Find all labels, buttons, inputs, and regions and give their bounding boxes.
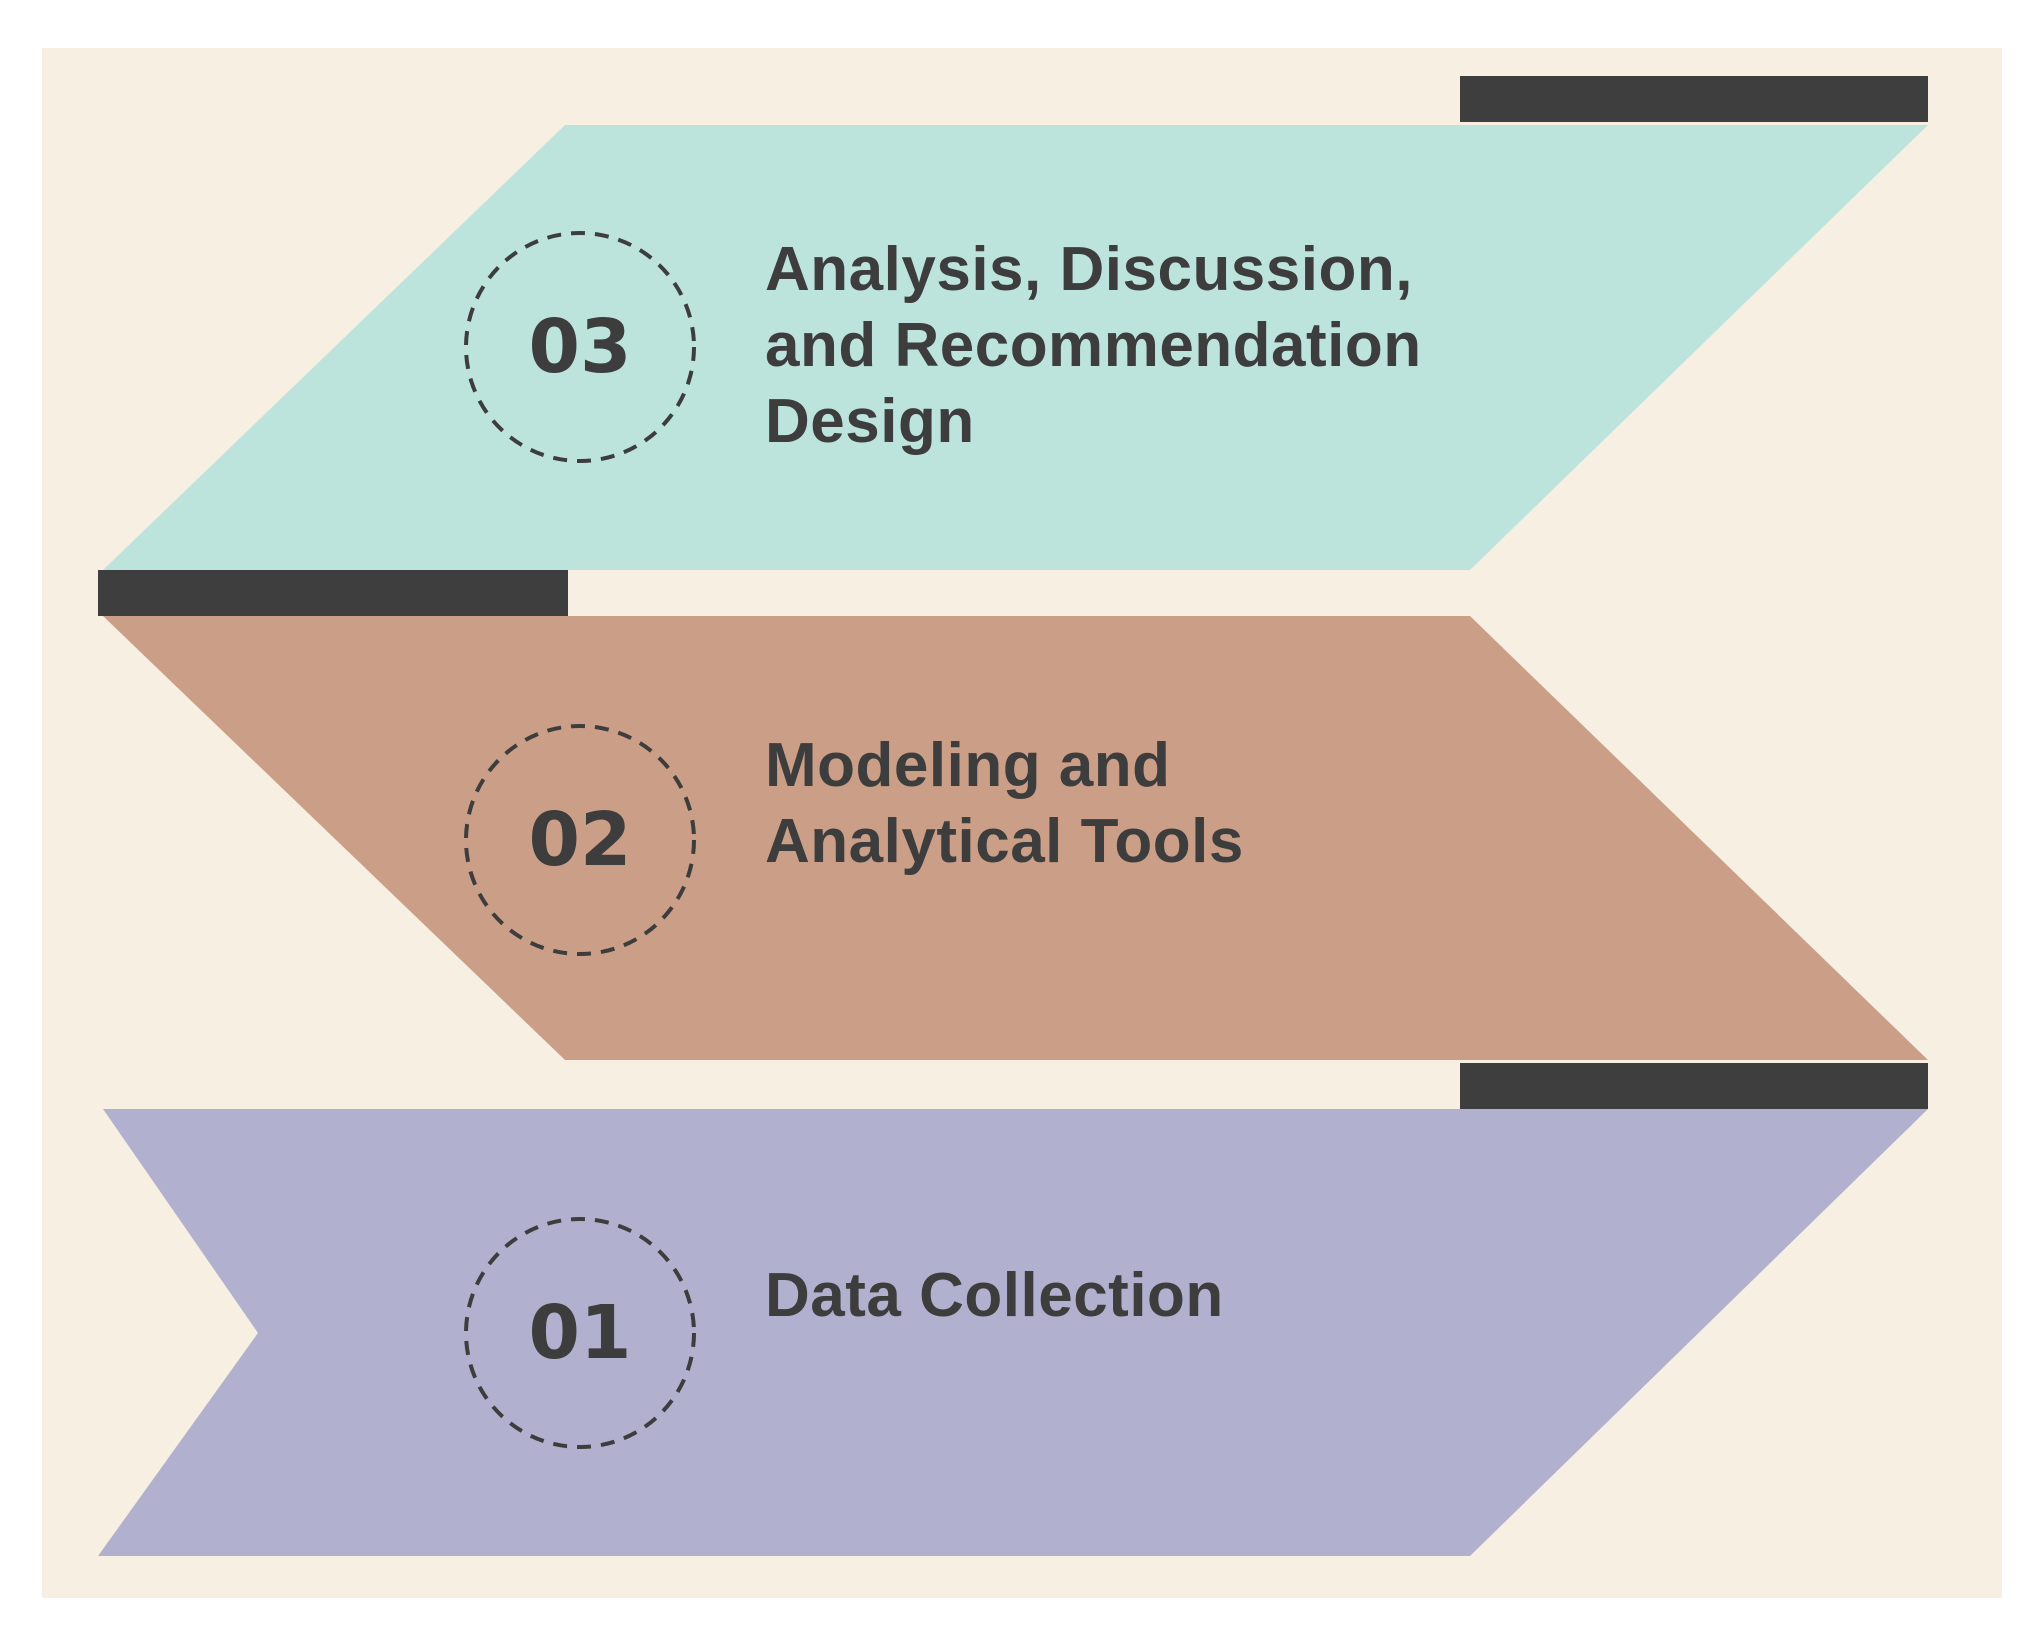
step-01-title: Data Collection xyxy=(765,1258,1224,1334)
step-03-title-line-2: and Recommendation xyxy=(765,311,1422,380)
step-01-title-line-1: Data Collection xyxy=(765,1261,1224,1330)
step-02-title-line-2: Analytical Tools xyxy=(765,807,1244,876)
step-01-number: 01 xyxy=(529,1290,632,1376)
step-03-number: 03 xyxy=(529,304,632,390)
step-01-number-circle xyxy=(464,1217,696,1449)
step-03-title-line-1: Analysis, Discussion, xyxy=(765,235,1413,304)
step-02-title-line-1: Modeling and xyxy=(765,731,1171,800)
step-02-title: Modeling and Analytical Tools xyxy=(765,728,1244,880)
step-03-number-circle xyxy=(464,231,696,463)
step-02-number-circle xyxy=(464,724,696,956)
step-01-accent-bar xyxy=(1460,1063,1928,1109)
step-02-number: 02 xyxy=(529,797,632,883)
step-03-title-line-3: Design xyxy=(765,387,975,456)
step-03-title: Analysis, Discussion, and Recommendation… xyxy=(765,232,1422,460)
step-02-accent-bar xyxy=(98,570,568,616)
step-03-accent-bar xyxy=(1460,76,1928,122)
